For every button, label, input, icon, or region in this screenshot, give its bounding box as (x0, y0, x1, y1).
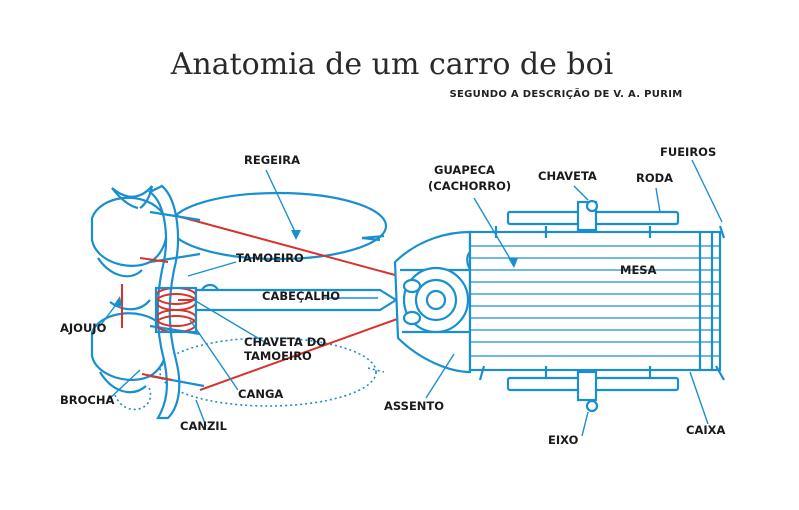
dotted-horn (114, 384, 152, 411)
label-regeira: REGEIRA (244, 153, 300, 167)
cart-body-mesa (468, 225, 726, 381)
wheel-top (506, 199, 680, 232)
yoke-canga (90, 184, 205, 420)
label-roda: RODA (636, 171, 673, 185)
label-canga: CANGA (238, 387, 283, 401)
diagram-subtitle: SEGUNDO A DESCRIÇÃO DE V. A. PURIM (450, 87, 683, 100)
red-strap-top (154, 209, 396, 276)
cabecalho-pole (194, 288, 399, 312)
label-brocha: BROCHA (60, 393, 114, 407)
label-chaveta: CHAVETA (538, 169, 597, 183)
label-canzil: CANZIL (180, 419, 228, 433)
red-small-1 (139, 257, 169, 263)
label-assento: ASSENTO (384, 399, 444, 413)
red-strap-bottom (199, 317, 401, 391)
label-cachorro: (CACHORRO) (428, 179, 511, 193)
red-small-2 (141, 373, 173, 381)
label-fueiros: FUEIROS (660, 145, 716, 159)
regeira-tip (361, 234, 385, 242)
label-eixo: EIXO (548, 433, 579, 447)
cart-front-assento (393, 230, 472, 374)
dotted-regeira-outline (159, 337, 377, 407)
label-caixa: CAIXA (686, 423, 725, 437)
label-ajoujo: AJOUJO (60, 321, 107, 335)
label-guapeca: GUAPECA (434, 163, 495, 177)
regeira-shape (168, 191, 388, 261)
label-tamoeiro: TAMOEIRO (236, 251, 304, 265)
leader-lines (99, 159, 723, 437)
label-chaveta-tamoeiro: TAMOEIRO (244, 349, 312, 363)
wheel-bottom (506, 370, 680, 413)
label-chaveta-do: CHAVETA DO (244, 335, 326, 349)
label-mesa: MESA (620, 263, 657, 277)
label-cabecalho: CABEÇALHO (262, 289, 340, 303)
diagram-title: Anatomia de um carro de boi (170, 47, 614, 82)
